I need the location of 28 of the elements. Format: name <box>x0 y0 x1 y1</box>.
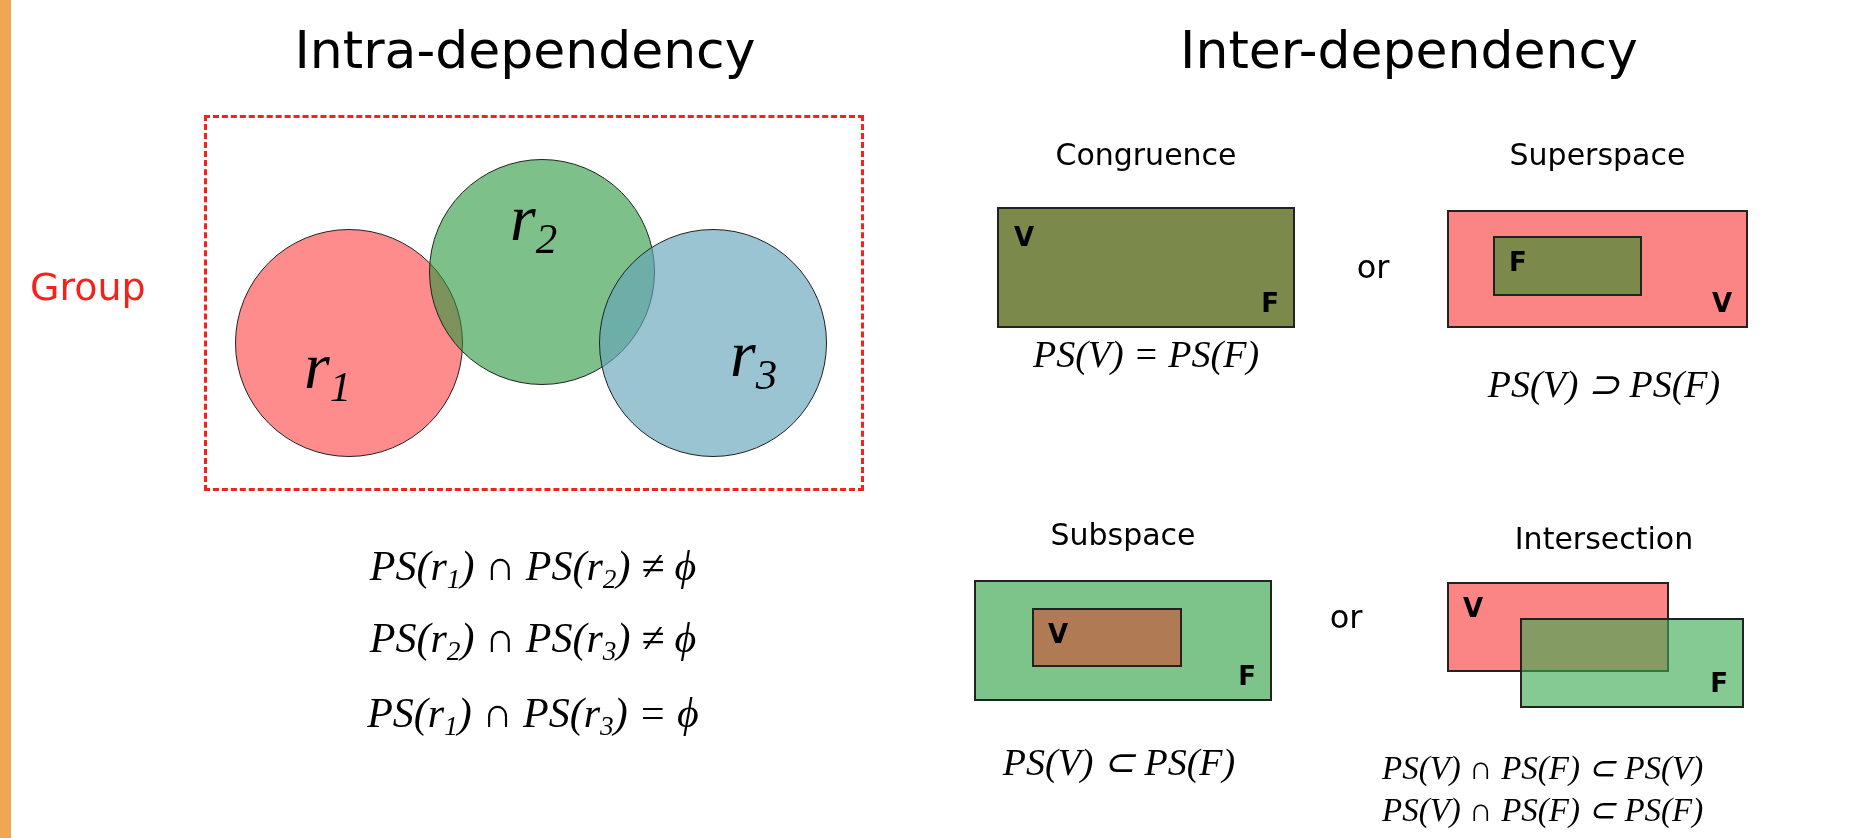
set-formula: PS(r$_{1}$) ∩ PS(r$_{3}$) = ϕ <box>367 690 699 742</box>
set-formula: PS(V) ∩ PS(F) ⊂ PS(F) <box>1382 792 1704 829</box>
set-label: F <box>1710 669 1728 698</box>
group-label: Group <box>30 267 146 309</box>
set-formula: PS(V) ⊂ PS(F) <box>1002 742 1236 784</box>
set-formula: PS(V) = PS(F) <box>1032 334 1260 376</box>
set-label: V <box>1014 223 1035 252</box>
set-label: r$_{3}$ <box>730 318 778 399</box>
set-label: F <box>1238 662 1256 691</box>
set-formula: PS(r$_{2}$) ∩ PS(r$_{3}$) ≠ ϕ <box>369 615 697 667</box>
section-heading: Intra-dependency <box>294 22 756 80</box>
set-label: r$_{1}$ <box>304 330 352 411</box>
set-formula: PS(V) ∩ PS(F) ⊂ PS(V) <box>1382 750 1704 787</box>
set-label: V <box>1463 594 1484 623</box>
box-heading: Superspace <box>1509 138 1686 171</box>
box-heading: Subspace <box>1050 518 1196 551</box>
set-formula: PS(V) ⊃ PS(F) <box>1487 364 1721 406</box>
set-label: F <box>1509 248 1527 277</box>
set-label: F <box>1261 289 1279 318</box>
box-heading: Intersection <box>1514 522 1694 555</box>
set-label: V <box>1711 289 1732 318</box>
connective-word: or <box>1356 250 1390 286</box>
set-label: r$_{2}$ <box>510 182 558 263</box>
connective-word: or <box>1329 600 1363 636</box>
box-heading: Congruence <box>1055 138 1237 171</box>
set-formula: PS(r$_{1}$) ∩ PS(r$_{2}$) ≠ ϕ <box>369 543 697 595</box>
section-heading: Inter-dependency <box>1180 22 1638 80</box>
set-label: V <box>1048 620 1069 649</box>
